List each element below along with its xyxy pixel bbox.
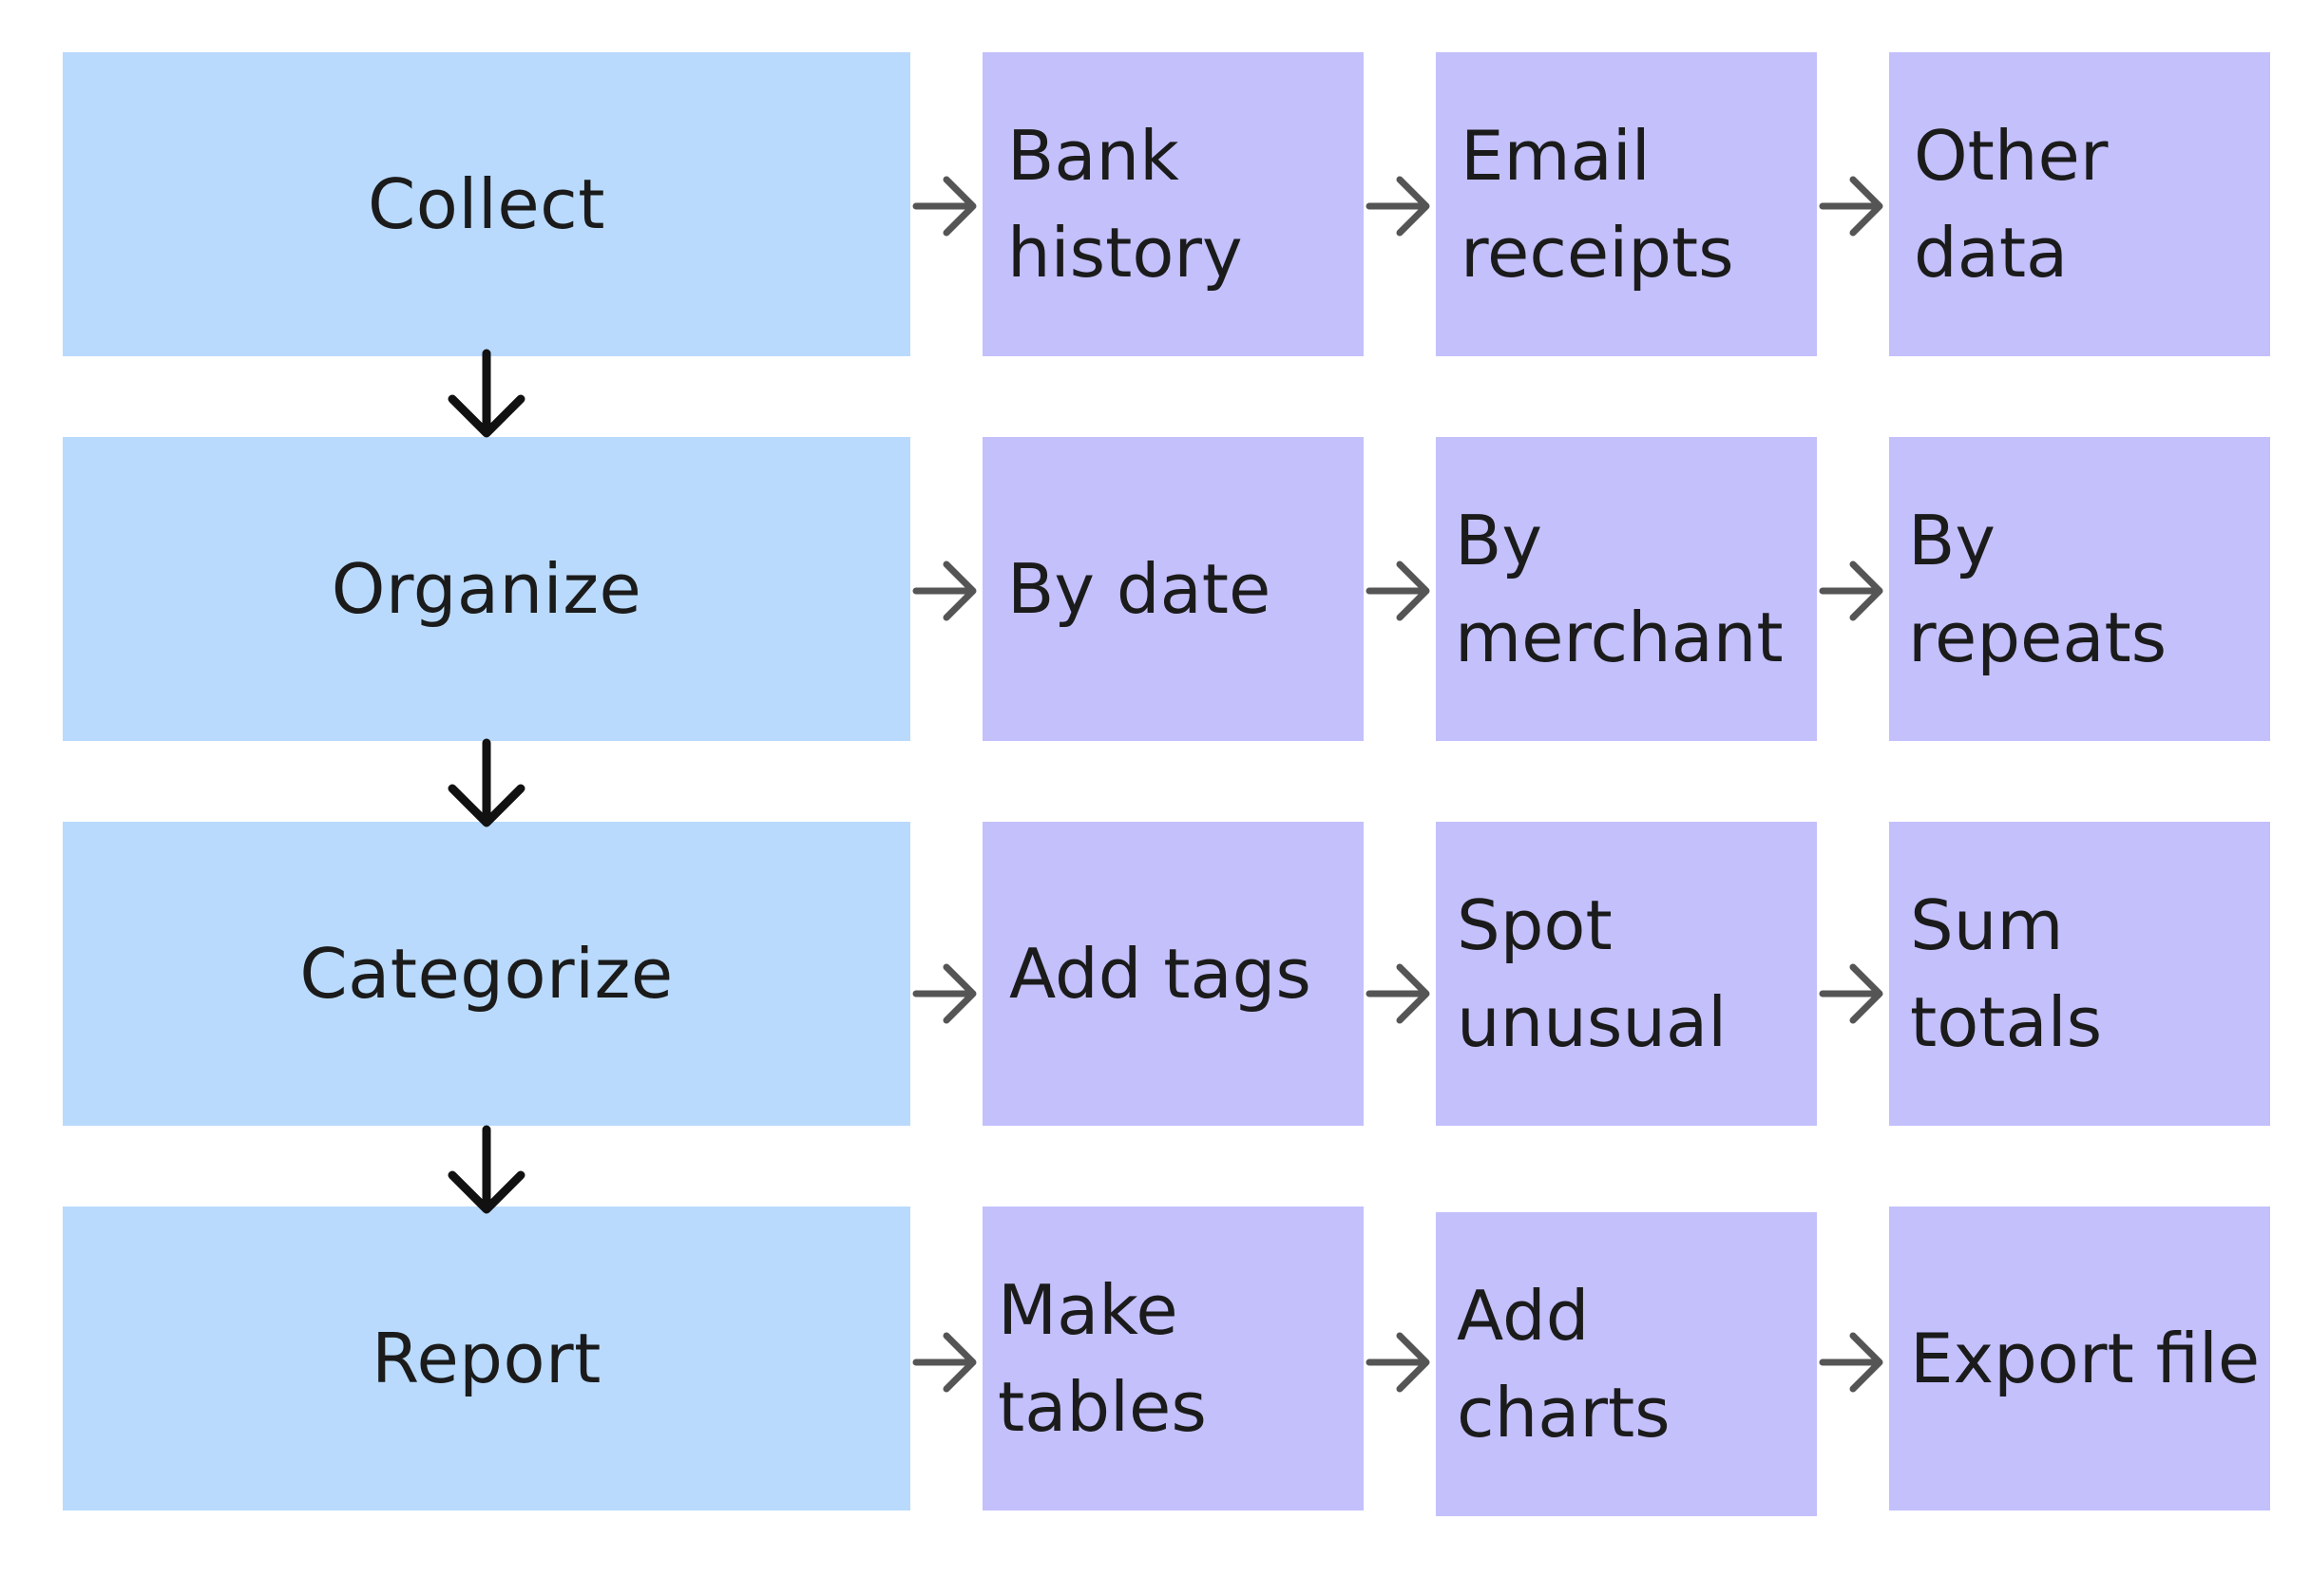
step-label: Bank history (1007, 116, 1243, 293)
step-by-merchant: By merchant (1436, 437, 1817, 741)
step-label: By merchant (1455, 501, 1784, 677)
arrow-right-icon (1366, 176, 1430, 237)
arrow-down-icon (448, 1125, 525, 1214)
arrow-right-icon (1819, 560, 1883, 621)
step-by-repeats: By repeats (1889, 437, 2270, 741)
step-label: Sum totals (1910, 885, 2103, 1062)
stage-organize: Organize (63, 437, 910, 741)
stage-report: Report (63, 1206, 910, 1510)
stage-categorize: Categorize (63, 822, 910, 1126)
arrow-right-icon (912, 176, 977, 237)
step-make-tables: Make tables (983, 1206, 1364, 1510)
stage-label: Report (372, 1319, 602, 1398)
stage-label: Collect (368, 164, 605, 244)
arrow-down-icon (448, 738, 525, 827)
arrow-right-icon (1366, 1332, 1430, 1393)
step-label: Export file (1910, 1319, 2261, 1398)
arrow-right-icon (1819, 963, 1883, 1024)
step-label: Make tables (998, 1270, 1207, 1447)
stage-label: Categorize (299, 934, 674, 1014)
step-email-receipts: Email receipts (1436, 52, 1817, 356)
step-label: Other data (1914, 116, 2109, 293)
arrow-right-icon (1819, 176, 1883, 237)
step-label: Add charts (1457, 1276, 1671, 1453)
step-label: Spot unusual (1457, 885, 1728, 1062)
arrow-right-icon (912, 963, 977, 1024)
step-add-tags: Add tags (983, 822, 1364, 1126)
stage-collect: Collect (63, 52, 910, 356)
step-by-date: By date (983, 437, 1364, 741)
step-add-charts: Add charts (1436, 1212, 1817, 1516)
arrow-right-icon (1366, 963, 1430, 1024)
step-label: By date (1007, 549, 1271, 629)
step-label: Add tags (1009, 934, 1311, 1014)
stage-label: Organize (331, 549, 642, 629)
arrow-down-icon (448, 349, 525, 438)
arrow-right-icon (1366, 560, 1430, 621)
step-other-data: Other data (1889, 52, 2270, 356)
step-sum-totals: Sum totals (1889, 822, 2270, 1126)
step-bank-history: Bank history (983, 52, 1364, 356)
arrow-right-icon (1819, 1332, 1883, 1393)
arrow-right-icon (912, 1332, 977, 1393)
step-label: Email receipts (1461, 116, 1734, 293)
arrow-right-icon (912, 560, 977, 621)
step-label: By repeats (1908, 501, 2168, 677)
step-spot-unusual: Spot unusual (1436, 822, 1817, 1126)
step-export-file: Export file (1889, 1206, 2270, 1510)
